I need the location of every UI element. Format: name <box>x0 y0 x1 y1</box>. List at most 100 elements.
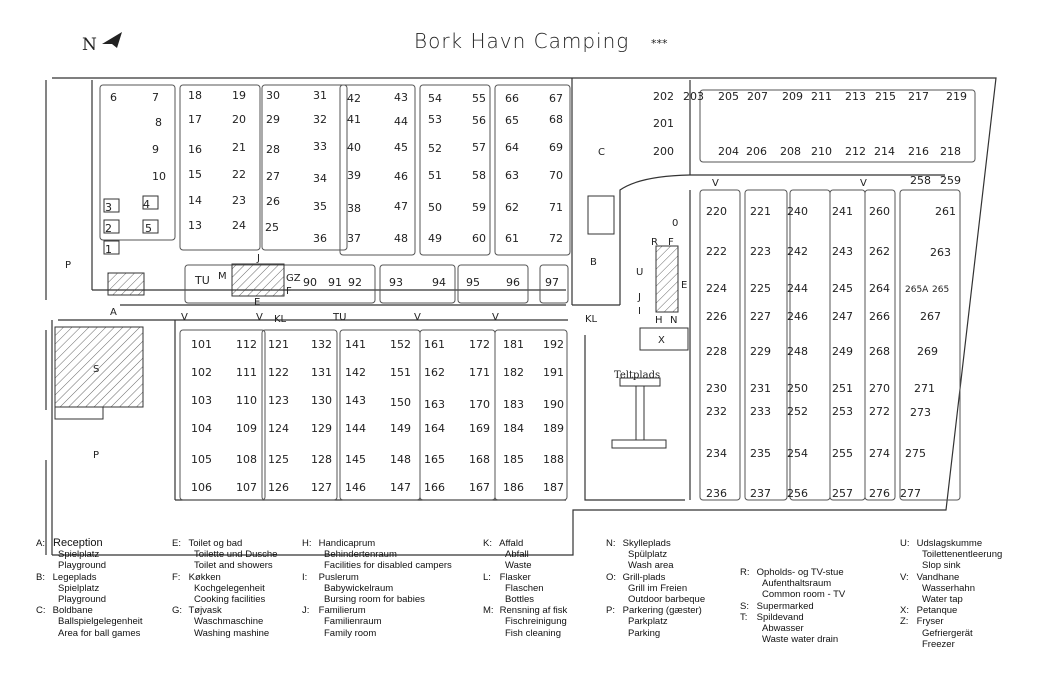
plot-40: 40 <box>347 141 361 154</box>
area-label-e2: E <box>681 280 687 291</box>
plot-209: 209 <box>782 90 803 103</box>
plot-227: 227 <box>750 310 771 323</box>
plot-93: 93 <box>389 276 403 289</box>
plot-46: 46 <box>394 170 408 183</box>
plot-69: 69 <box>549 141 563 154</box>
plot-7: 7 <box>152 91 159 104</box>
plot-181: 181 <box>503 338 524 351</box>
legend-key: J: <box>302 605 310 617</box>
legend-text: Legeplads <box>50 571 97 583</box>
legend-line: Fish cleaning <box>505 627 561 639</box>
area-labels: A B C P P S TU M J E GZ F R F 0 U J I E … <box>65 147 867 461</box>
plot-273: 273 <box>910 406 931 419</box>
plot-90: 90 <box>303 276 317 289</box>
area-label-c: C <box>598 147 605 158</box>
plot-41: 41 <box>347 113 361 126</box>
legend-line: H: Handicaprum <box>302 538 452 549</box>
plot-182: 182 <box>503 366 524 379</box>
legend-text: Boldbane <box>50 605 93 617</box>
legend-line: I: Puslerum <box>302 572 452 583</box>
plot-265: 265 <box>932 285 949 295</box>
plot-166: 166 <box>424 481 445 494</box>
plot-4: 4 <box>143 198 150 211</box>
plot-70: 70 <box>549 169 563 182</box>
legend-text: Flasker <box>497 571 531 583</box>
plot-161: 161 <box>424 338 445 351</box>
legend-key: V: <box>900 571 909 583</box>
legend-line: Facilities for disabled campers <box>324 560 452 572</box>
legend-line: Toilet and showers <box>194 560 273 572</box>
plot-260: 260 <box>869 205 890 218</box>
legend-line: Toilette und Dusche <box>194 549 278 561</box>
plot-259: 259 <box>940 174 961 187</box>
plot-53: 53 <box>428 113 442 126</box>
legend-key: R: <box>740 567 750 578</box>
plot-255: 255 <box>832 447 853 460</box>
plot-250: 250 <box>787 382 808 395</box>
legend-text: Skylleplads <box>620 538 671 549</box>
plot-37: 37 <box>347 232 361 245</box>
plot-27: 27 <box>266 170 280 183</box>
legend-text: Reception <box>50 537 103 549</box>
plot-32: 32 <box>313 113 327 126</box>
plot-131: 131 <box>311 366 332 379</box>
legend-line: Spielplatz <box>58 549 100 561</box>
plot-59: 59 <box>472 201 486 214</box>
legend-key: H: <box>302 538 312 549</box>
plot-43: 43 <box>394 91 408 104</box>
plot-224: 224 <box>706 282 727 295</box>
plot-218: 218 <box>940 145 961 158</box>
legend-line: B: Legeplads <box>36 572 143 583</box>
legend-line: Slop sink <box>922 560 961 572</box>
legend-line: A: Reception <box>36 537 143 549</box>
plot-271: 271 <box>914 382 935 395</box>
service-building-2 <box>655 245 679 313</box>
plot-203: 203 <box>683 90 704 103</box>
plot-132: 132 <box>311 338 332 351</box>
legend-line: Aufenthaltsraum <box>762 578 832 590</box>
plot-56: 56 <box>472 114 486 127</box>
plot-104: 104 <box>191 422 212 435</box>
plot-229: 229 <box>750 345 771 358</box>
plot-187: 187 <box>543 481 564 494</box>
plot-204: 204 <box>718 145 739 158</box>
plot-208: 208 <box>780 145 801 158</box>
plot-42: 42 <box>347 92 361 105</box>
legend-line: Parking <box>628 627 661 639</box>
plot-245: 245 <box>832 282 853 295</box>
legend-line: Common room - TV <box>762 589 846 601</box>
plot-57: 57 <box>472 141 486 154</box>
plot-236: 236 <box>706 487 727 500</box>
legend-key: S: <box>740 600 749 612</box>
plot-147: 147 <box>390 481 411 494</box>
legend-key: N: <box>606 538 616 549</box>
plot-29: 29 <box>266 113 280 126</box>
plot-201: 201 <box>653 117 674 130</box>
legend-key: P: <box>606 605 615 617</box>
plot-63: 63 <box>505 169 519 182</box>
area-label-u: U <box>636 267 643 278</box>
plot-221: 221 <box>750 205 771 218</box>
area-label-h: H <box>655 315 663 326</box>
plot-21: 21 <box>232 141 246 154</box>
plot-169: 169 <box>469 422 490 435</box>
plot-68: 68 <box>549 113 563 126</box>
plot-213: 213 <box>845 90 866 103</box>
plot-189: 189 <box>543 422 564 435</box>
plot-123: 123 <box>268 394 289 407</box>
legend-text: Opholds- og TV-stue <box>754 567 844 578</box>
small-plot-boxes <box>103 195 159 255</box>
area-label-i: I <box>638 306 641 317</box>
map-title: Bork Havn Camping <box>414 29 629 53</box>
plot-215: 215 <box>875 90 896 103</box>
plot-184: 184 <box>503 422 524 435</box>
plot-265A: 265A <box>905 285 929 295</box>
plot-267: 267 <box>920 310 941 323</box>
plot-10: 10 <box>152 170 166 183</box>
plot-105: 105 <box>191 453 212 466</box>
plot-261: 261 <box>935 205 956 218</box>
legend-key: C: <box>36 605 46 617</box>
plot-62: 62 <box>505 201 519 214</box>
